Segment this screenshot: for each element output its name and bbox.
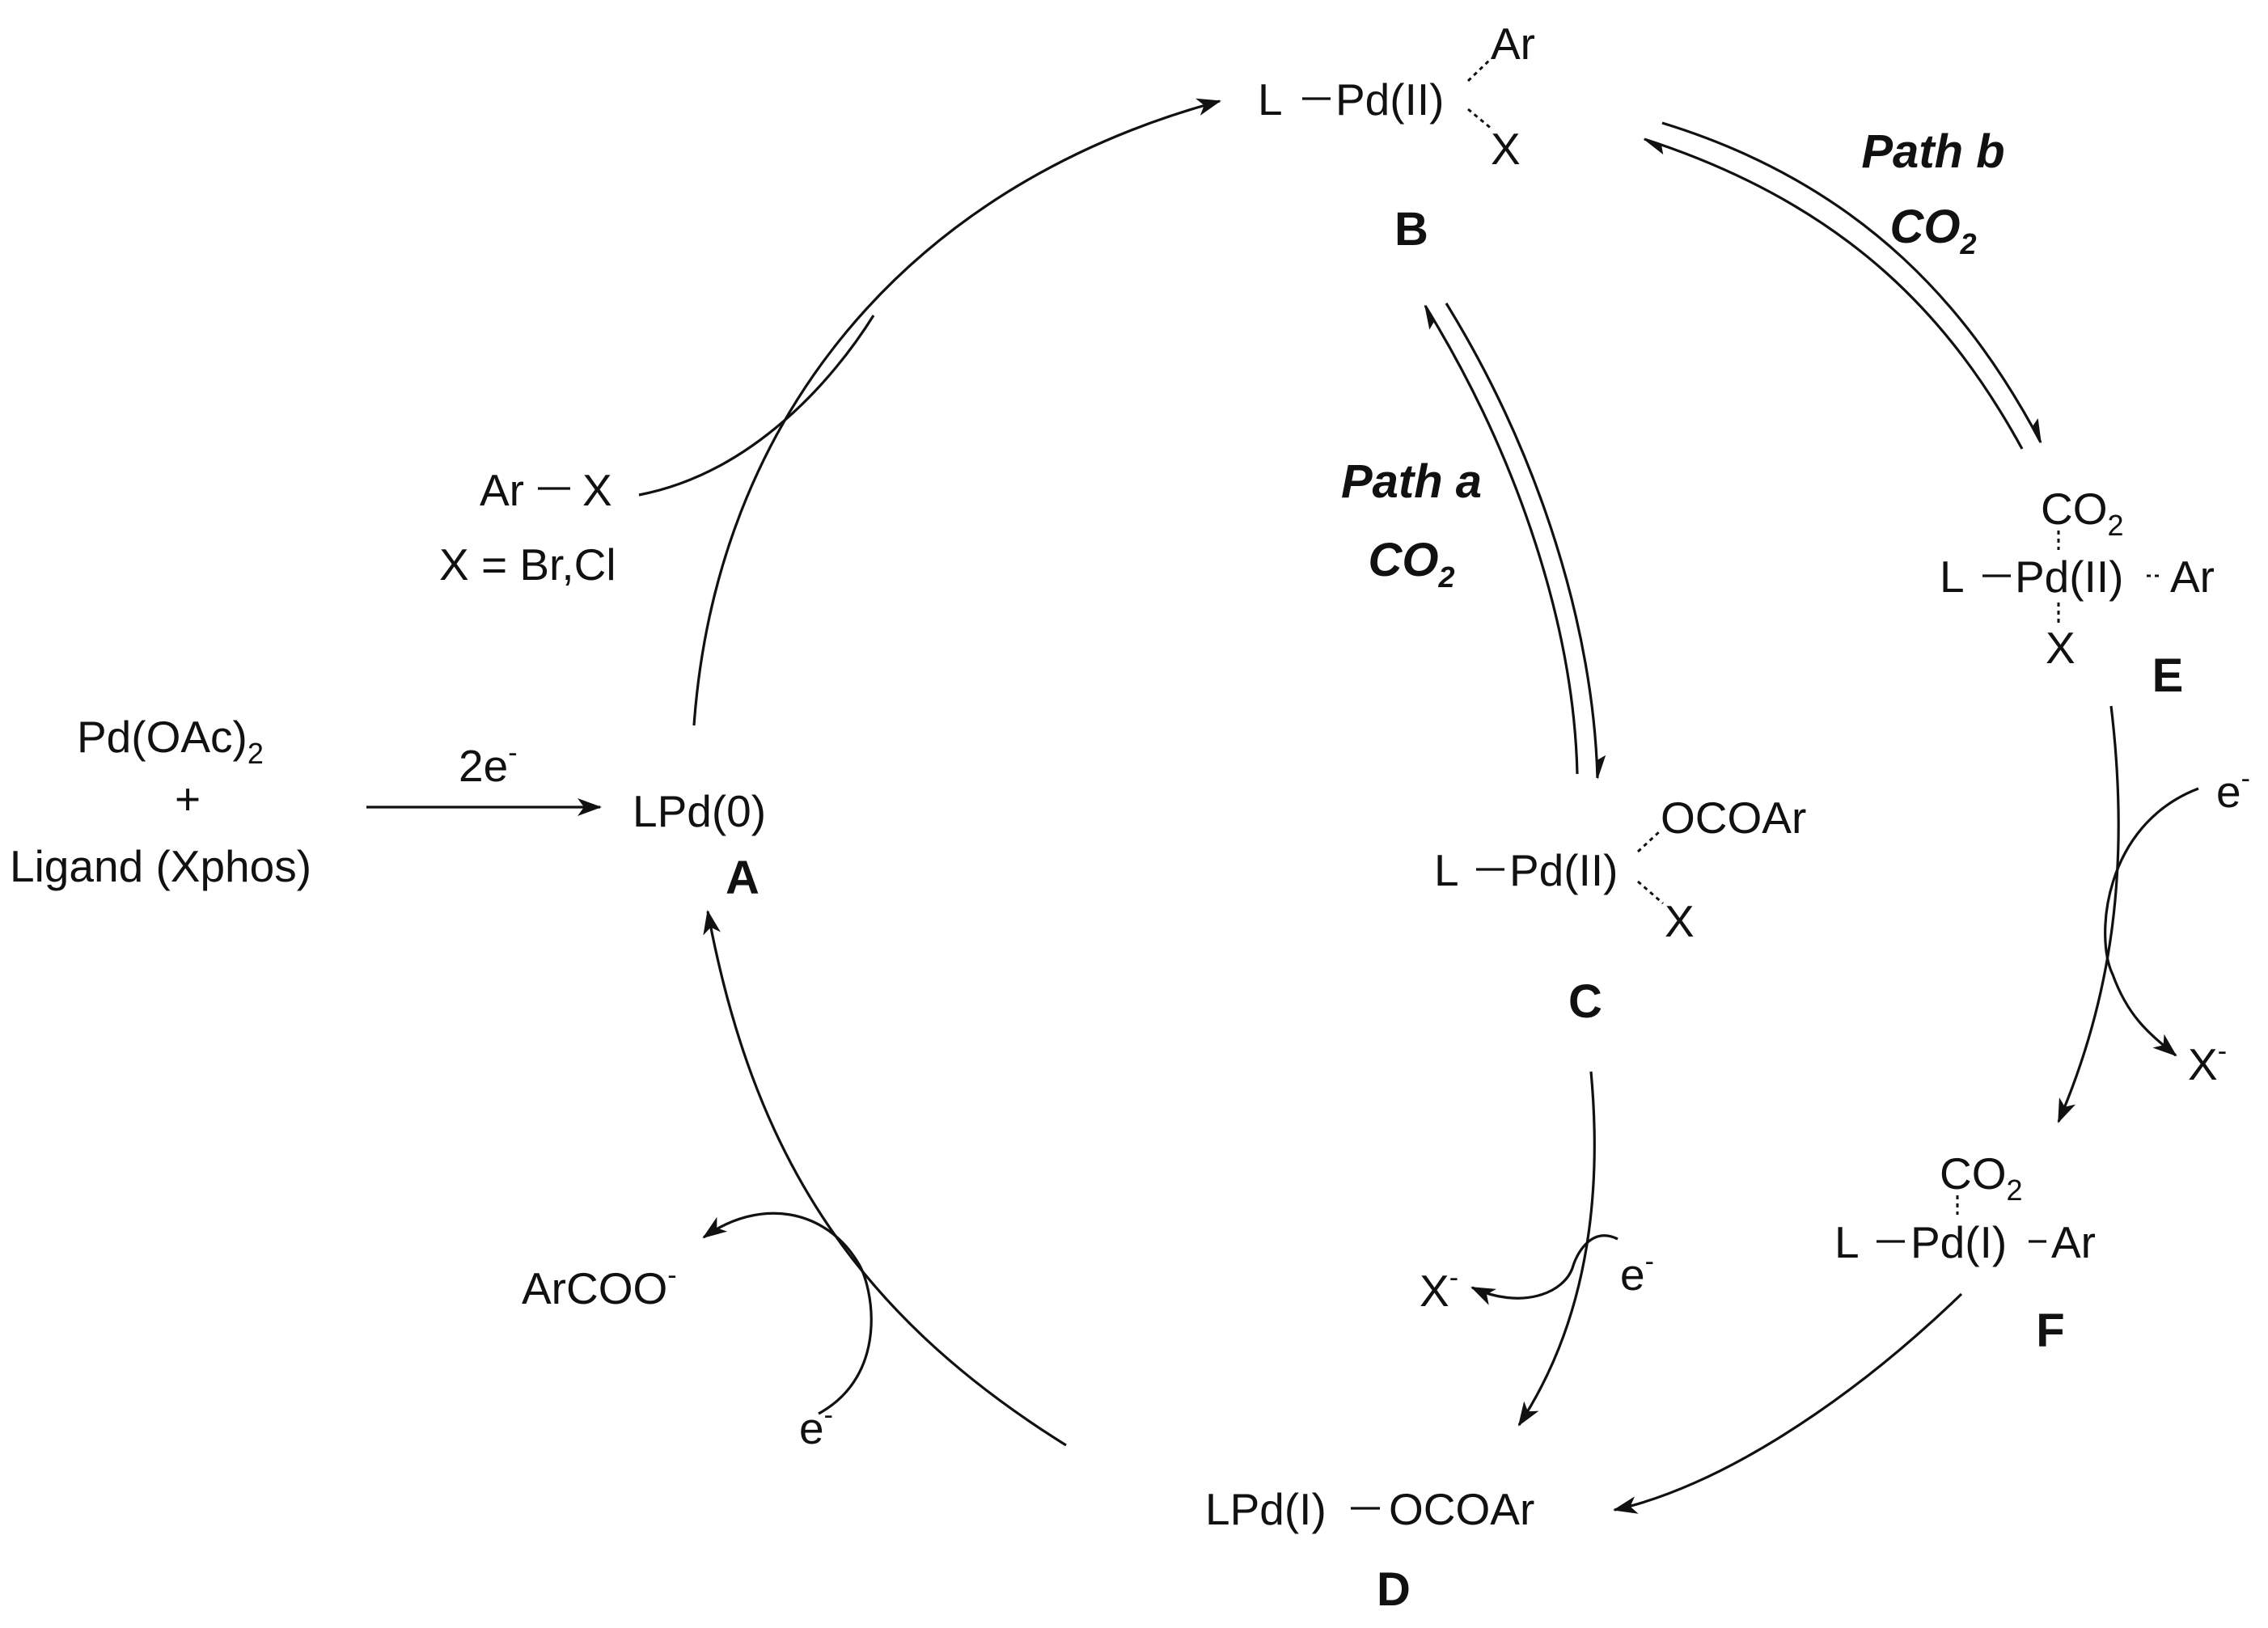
halide-out-e-to-f: X- <box>2188 1036 2227 1089</box>
path-a-name: Path a <box>1341 455 1482 508</box>
electron-curve-c-to-d <box>1470 1234 1618 1305</box>
species-a-formula: LPd(0) <box>633 786 766 836</box>
arrow-b-to-c <box>1445 302 1606 780</box>
ligand-text: Ligand (Xphos) <box>10 841 311 891</box>
species-c-carboxylate: OCOAr <box>1661 793 1806 843</box>
species-c-label: C <box>1568 975 1602 1028</box>
path-b-name: Path b <box>1861 125 2004 178</box>
electron-curve-d-to-a <box>702 1211 873 1415</box>
electron-in-e-to-f: e- <box>2216 763 2250 817</box>
substrate-entry-curve <box>638 315 875 497</box>
two-electron-label: 2e- <box>459 738 518 791</box>
species-a: LPd(0) A <box>633 786 766 904</box>
electron-in-c-to-d: e- <box>1620 1246 1654 1300</box>
species-f-ligand: L <box>1834 1217 1860 1267</box>
arrow-f-to-d <box>1613 1292 1963 1514</box>
species-c: L Pd(II) OCOAr X C <box>1434 793 1806 1028</box>
path-a-reagent: CO2 <box>1368 534 1454 594</box>
pd-acetate-text: Pd(OAc)2 <box>77 712 264 770</box>
arrow-c-to-d <box>1517 1071 1596 1427</box>
path-b-label: Path b CO2 <box>1861 125 2004 260</box>
path-b-reagent: CO2 <box>1889 201 1976 260</box>
species-f-co2: CO2 <box>1940 1148 2023 1207</box>
species-b-halide: X <box>1491 124 1521 174</box>
species-c-metal: Pd(II) <box>1509 845 1618 895</box>
arrow-a-to-b <box>692 98 1221 726</box>
species-c-ligand: L <box>1434 845 1459 895</box>
plus-sign: + <box>175 774 201 824</box>
species-c-halide: X <box>1665 896 1695 946</box>
species-d-left: LPd(I) <box>1205 1484 1327 1534</box>
substrate-note: X = Br,Cl <box>439 539 616 590</box>
species-b-x-bond <box>1467 108 1493 131</box>
species-e-label: E <box>2152 649 2184 702</box>
species-e-ligand: L <box>1940 552 1965 602</box>
arrow-e-to-f <box>2057 705 2120 1123</box>
species-b: L Pd(II) Ar X B <box>1258 19 1535 256</box>
species-f: CO2 L Pd(I) Ar F <box>1834 1148 2096 1357</box>
species-d: LPd(I) OCOAr D <box>1205 1484 1534 1616</box>
halide-out-c-to-d: X- <box>1420 1262 1458 1316</box>
species-e-halide: X <box>2046 623 2075 673</box>
electron-curve-e-to-f <box>2104 787 2199 1057</box>
arrow-b-to-e <box>1661 121 2042 444</box>
species-e: CO2 L Pd(II) Ar X E <box>1940 484 2215 702</box>
species-d-right: OCOAr <box>1389 1484 1534 1534</box>
arrow-d-to-a <box>703 910 1067 1447</box>
species-f-label: F <box>2036 1305 2064 1357</box>
species-a-label: A <box>726 852 760 904</box>
path-a-label: Path a CO2 <box>1341 455 1482 594</box>
species-b-ar-bond <box>1466 57 1493 82</box>
electron-in-d-to-a: e- <box>799 1400 833 1453</box>
species-b-ligand: L <box>1258 74 1283 125</box>
species-b-label: B <box>1394 203 1428 256</box>
species-e-metal: Pd(II) <box>2015 552 2123 602</box>
species-f-metal: Pd(I) <box>1910 1217 2007 1267</box>
species-e-aryl: Ar <box>2170 552 2215 602</box>
species-e-co2: CO2 <box>2041 484 2124 542</box>
substrate: Ar X X = Br,Cl <box>439 465 616 590</box>
species-f-aryl: Ar <box>2051 1217 2096 1267</box>
carboxylate-out-d-to-a: ArCOO- <box>522 1260 677 1313</box>
species-c-ocoar-bond <box>1636 829 1662 853</box>
substrate-halide: X <box>582 465 612 515</box>
species-b-metal: Pd(II) <box>1335 74 1444 125</box>
arrow-c-to-b <box>1424 304 1579 775</box>
arrow-e-to-b <box>1643 137 2024 450</box>
species-b-aryl: Ar <box>1491 19 1535 69</box>
substrate-aryl: Ar <box>480 465 524 515</box>
precatalyst-block: Pd(OAc)2 + Ligand (Xphos) <box>10 712 311 891</box>
species-c-x-bond <box>1637 880 1664 905</box>
species-d-label: D <box>1377 1563 1411 1616</box>
